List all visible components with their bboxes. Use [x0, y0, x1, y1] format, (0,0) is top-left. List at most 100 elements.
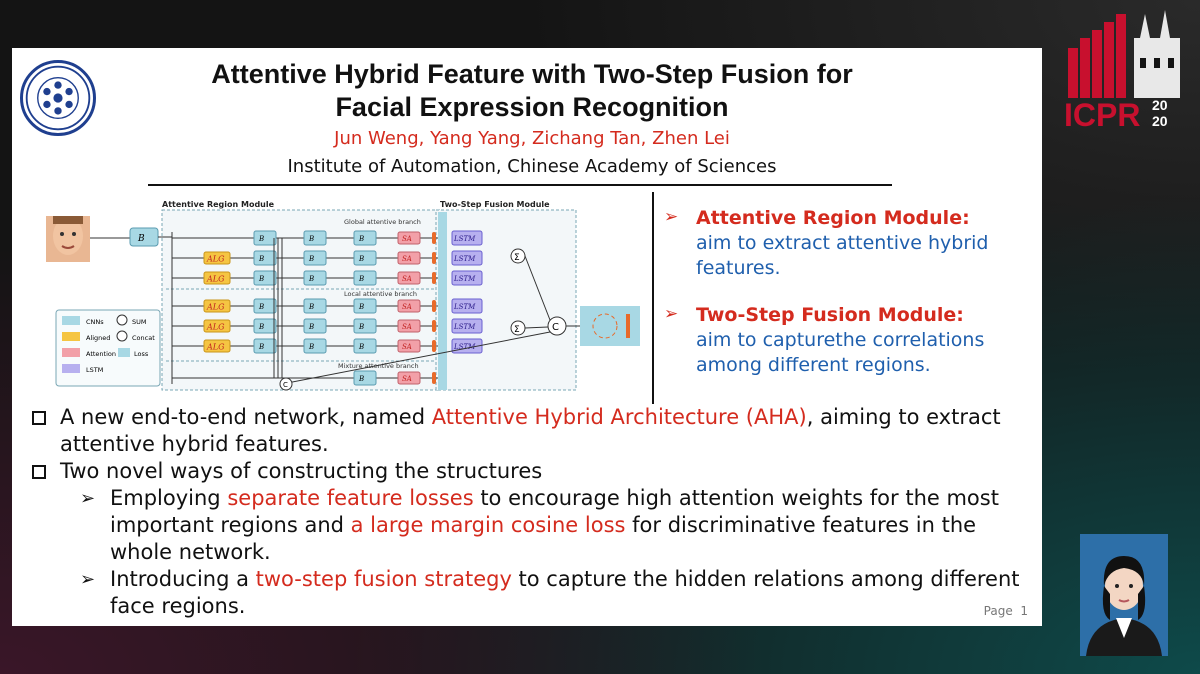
- lstm-label: LSTM: [453, 255, 476, 263]
- lstm-box: [451, 270, 483, 286]
- arrow-bullet-icon: ➢: [80, 488, 96, 509]
- cnn-label: B: [358, 375, 364, 383]
- legend-cnns: CNNs: [86, 318, 104, 326]
- cnn-box: [253, 338, 277, 354]
- presenter-photo: [1080, 534, 1168, 656]
- alg-label: ALG: [206, 343, 225, 352]
- cnn-box: [253, 318, 277, 334]
- summary-text: aim to capturethe correlations among dif…: [696, 329, 985, 376]
- legend-attention: Attention: [86, 350, 116, 358]
- concat-node-mixture: [279, 377, 293, 391]
- loss-marker: [432, 272, 436, 284]
- lstm-label: LSTM: [453, 343, 476, 351]
- bullet-highlight: Attentive Hybrid Architecture (AHA): [431, 405, 807, 429]
- alg-box: [203, 339, 231, 353]
- sa-label: SA: [402, 275, 412, 283]
- cnn-label: B: [358, 255, 364, 263]
- cnn-box: [253, 298, 277, 314]
- sa-label: SA: [402, 375, 412, 383]
- arm-label: Attentive Region Module: [162, 200, 275, 209]
- cnn-label: B: [258, 275, 264, 283]
- sa-box: [397, 339, 421, 353]
- contribution-bullets: A new end-to-end network, named Attentiv…: [30, 404, 1030, 620]
- loss-marker: [432, 300, 436, 312]
- cnn-box: [303, 250, 327, 266]
- summary-item-tsfm: ➢ Two-Step Fusion Module: aim to capture…: [664, 303, 1034, 378]
- cnn-box: [353, 370, 377, 386]
- summary-heading: Two-Step Fusion Module:: [696, 304, 964, 326]
- cnn-box: [353, 270, 377, 286]
- face-image: [46, 216, 90, 262]
- cnn-box: [303, 338, 327, 354]
- cnn-label: B: [258, 235, 264, 243]
- loss-marker: [432, 340, 436, 352]
- bullet-text: to capture the hidden relations among di…: [110, 567, 1020, 618]
- authors: Jun Weng, Yang Yang, Zichang Tan, Zhen L…: [334, 128, 730, 149]
- loss-marker: [432, 252, 436, 264]
- cnn-label: B: [308, 343, 314, 351]
- sa-label: SA: [402, 235, 412, 243]
- icpr-year-top: 20: [1152, 97, 1168, 113]
- slide-title: Attentive Hybrid Feature with Two-Step F…: [122, 58, 942, 124]
- lstm-label: LSTM: [453, 323, 476, 331]
- icpr-logo-text: ICPR: [1064, 97, 1140, 130]
- sa-box: [397, 251, 421, 265]
- b1-label: B: [137, 234, 145, 244]
- global-branch-label: Global attentive branch: [344, 218, 421, 226]
- lstm-box: [451, 318, 483, 334]
- diagram-rows: B B B SA LSTM ALG B B B SA LSTM ALG B B B SA LSTM ALG B B B S…: [172, 230, 483, 386]
- square-bullet-icon: [32, 411, 46, 425]
- title-line-1: Attentive Hybrid Feature with Two-Step F…: [211, 59, 853, 89]
- summary-item-arm: ➢ Attentive Region Module: aim to extrac…: [664, 206, 1034, 281]
- final-loss-box: [580, 306, 640, 346]
- sa-box: [397, 271, 421, 285]
- legend-loss: Loss: [134, 350, 149, 358]
- alg-label: ALG: [206, 275, 225, 284]
- institute: Institute of Automation, Chinese Academy…: [287, 156, 777, 177]
- cnn-label: B: [358, 235, 364, 243]
- page-number: Page 1: [984, 604, 1028, 618]
- cnn-box: [353, 230, 377, 246]
- arrow-bullet-icon: ➢: [664, 207, 679, 227]
- cnn-label: B: [358, 323, 364, 331]
- loss-marker: [432, 320, 436, 332]
- bullet-text: Two novel ways of constructing the struc…: [60, 459, 543, 483]
- sa-label: SA: [402, 343, 412, 351]
- cnn-box: [353, 318, 377, 334]
- sub-bullet-item: ➢ Employing separate feature losses to e…: [30, 485, 1030, 566]
- cnn-box: [253, 230, 277, 246]
- tsfm-label: Two-Step Fusion Module: [440, 200, 550, 209]
- sub-bullet-item: ➢ Introducing a two-step fusion strategy…: [30, 566, 1030, 620]
- alg-label: ALG: [206, 255, 225, 264]
- bullet-text: Introducing a: [110, 567, 256, 591]
- cnn-label: B: [258, 343, 264, 351]
- legend-concat: Concat: [132, 334, 155, 342]
- cnn-box: [353, 298, 377, 314]
- cnn-label: B: [258, 255, 264, 263]
- legend-sum: SUM: [132, 318, 147, 326]
- lstm-label: LSTM: [453, 275, 476, 283]
- lstm-box: [451, 250, 483, 266]
- sum-symbol-1: Σ: [514, 253, 520, 263]
- cnn-box: [353, 338, 377, 354]
- cnn-box: [253, 250, 277, 266]
- cnn-label: B: [258, 303, 264, 311]
- cnn-label: B: [308, 235, 314, 243]
- page-label: Page: [983, 604, 1013, 618]
- loss-marker: [432, 372, 436, 384]
- bullet-text: A new end-to-end network, named: [60, 405, 432, 429]
- title-line-2: Facial Expression Recognition: [335, 92, 729, 122]
- lstm-box: [451, 298, 483, 314]
- sa-label: SA: [402, 323, 412, 331]
- alg-box: [203, 319, 231, 333]
- cnn-box: [353, 250, 377, 266]
- concat-symbol-mixture: C: [283, 381, 288, 389]
- architecture-diagram: Attentive Region Module Two-Step Fusion …: [46, 200, 640, 391]
- cnn-box: [303, 230, 327, 246]
- cnn-label: B: [308, 303, 314, 311]
- loss-marker: [432, 232, 436, 244]
- cnn-label: B: [258, 323, 264, 331]
- cnn-box: [303, 270, 327, 286]
- bullet-text: for discriminative features in the whole…: [110, 513, 977, 564]
- sum-symbol-2: Σ: [514, 325, 520, 335]
